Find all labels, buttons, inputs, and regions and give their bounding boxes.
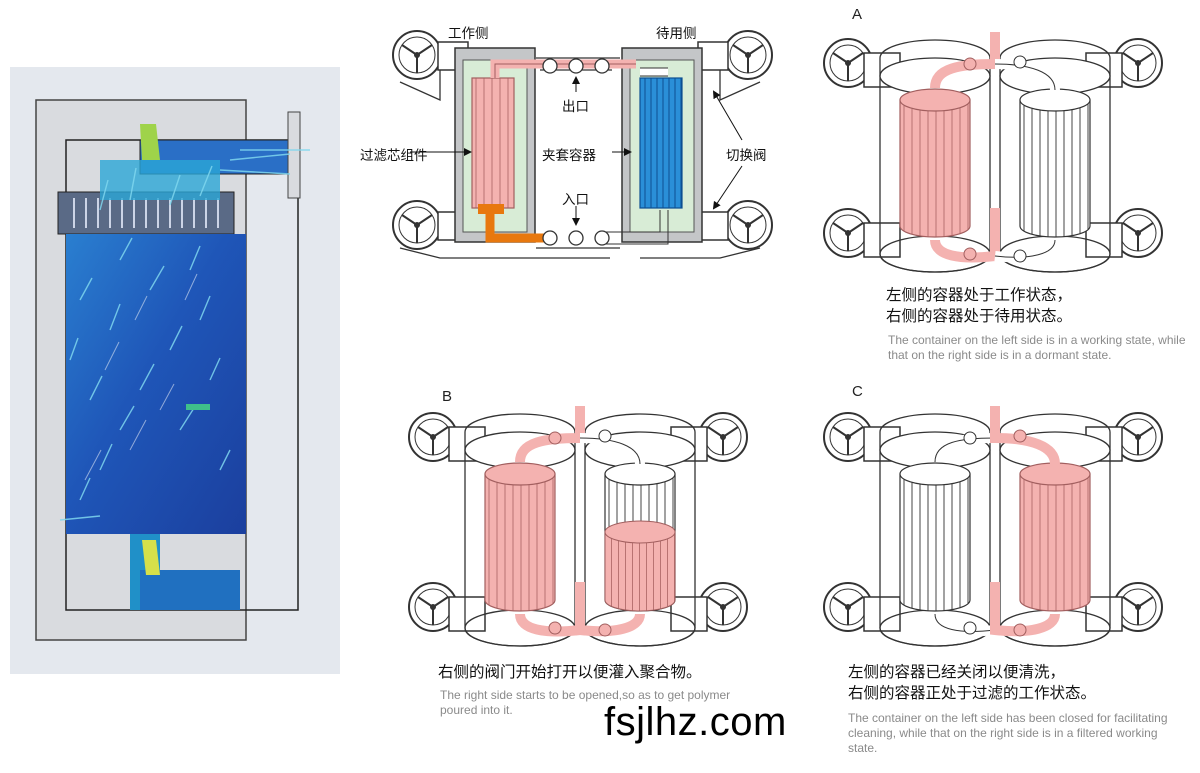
schematic-diagram [392,30,773,259]
panel-c-caption-cn-1: 左侧的容器已经关闭以便清洗， [848,663,1066,681]
panel-a-caption-en: The container on the left side is in a w… [888,333,1186,362]
panel-a-caption-cn-1: 左侧的容器处于工作状态， [886,286,1073,304]
label-outlet: 出口 [562,99,589,115]
panel-b-caption-en: The right side starts to be opened,so as… [440,688,731,717]
label-jacketed-vessel: 夹套容器 [542,148,596,164]
label-switch-valve: 切换阀 [726,148,767,164]
panel-b-caption-cn-1: 右侧的阀门开始打开以便灌入聚合物。 [438,663,702,681]
panel-a-letter: A [852,6,863,23]
panel-c-caption-cn-2: 右侧的容器正处于过滤的工作状态。 [848,684,1097,702]
label-standby-side: 待用侧 [656,26,697,42]
panel-b-illustration [409,406,747,646]
label-inlet: 入口 [562,192,589,208]
label-filter-element: 过滤芯组件 [360,148,428,164]
panel-a-illustration [824,32,1162,272]
watermark-text: fsjlhz.com [604,700,787,744]
panel-c-illustration [824,406,1162,646]
cfd-simulation [10,67,340,674]
panel-b-letter: B [442,388,453,405]
panel-c-caption-en: The container on the left side has been … [848,711,1168,755]
label-working-side: 工作侧 [448,26,489,42]
panel-a-caption-cn-2: 右侧的容器处于待用状态。 [886,307,1073,325]
panel-c-letter: C [852,383,863,400]
